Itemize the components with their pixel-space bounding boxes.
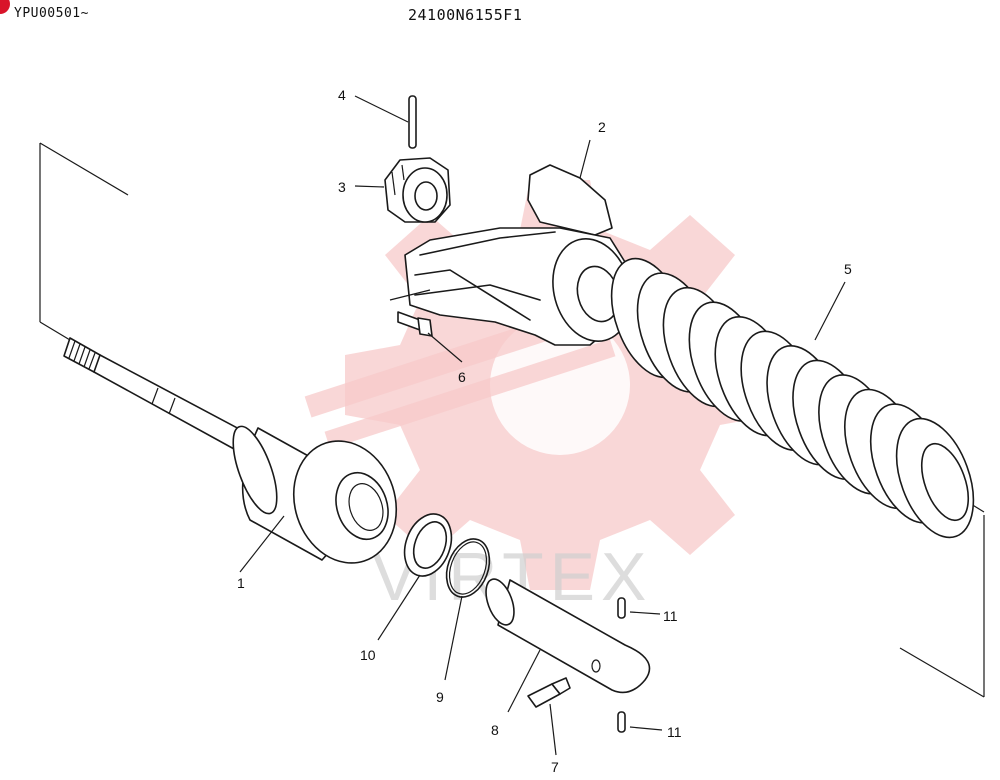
callout-7: 7 — [551, 759, 559, 775]
callout-9: 9 — [436, 689, 444, 705]
callout-1: 1 — [237, 575, 245, 591]
part-1-rod-assembly — [63, 337, 398, 573]
part-11-spring-pin-lower — [617, 711, 663, 733]
part-4-cotter-pin — [354, 95, 417, 149]
part-6-bolt — [397, 311, 463, 363]
part-8-pin — [485, 578, 651, 713]
callout-11-upper: 11 — [663, 608, 678, 624]
serial-range-label: YPU00501~ — [14, 6, 89, 21]
callout-2: 2 — [598, 119, 606, 135]
part-10-ring — [377, 513, 453, 641]
spring-coil — [895, 417, 975, 539]
spring-end-opening — [920, 442, 970, 522]
callout-10: 10 — [360, 647, 376, 663]
part-2-yoke — [389, 139, 633, 346]
callout-3: 3 — [338, 179, 346, 195]
corner-marker — [0, 0, 10, 14]
left-reference-bracket — [39, 142, 129, 341]
part-3-castle-nut — [354, 157, 451, 223]
part-9-o-ring — [444, 538, 491, 681]
callout-8: 8 — [491, 722, 499, 738]
part-number-label: 24100N6155F1 — [408, 6, 523, 24]
part-7-grease-nipple — [527, 677, 571, 756]
callout-11-lower: 11 — [667, 724, 682, 740]
part-11-spring-pin-upper — [617, 597, 661, 619]
callout-4: 4 — [338, 87, 346, 103]
part-5-spring — [610, 257, 975, 539]
callout-5: 5 — [844, 261, 852, 277]
callout-leader-5 — [814, 281, 846, 341]
callout-6: 6 — [458, 369, 466, 385]
